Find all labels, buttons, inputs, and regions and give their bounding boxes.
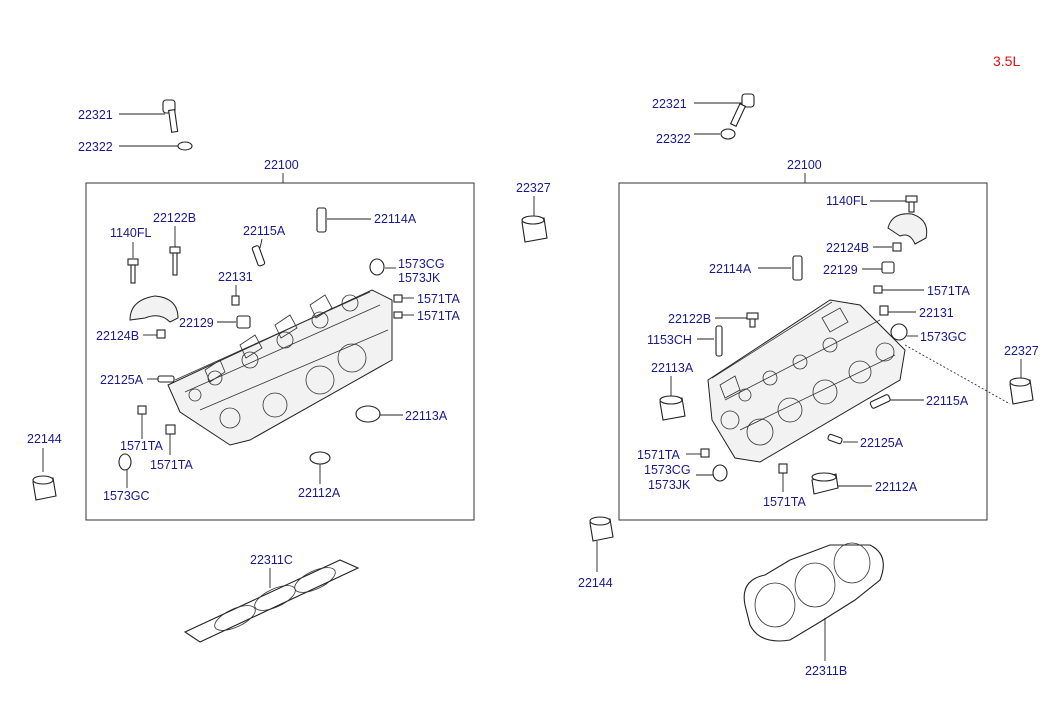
right-guide-22114A (792, 255, 803, 281)
label-right-22144[interactable]: 22144 (578, 576, 613, 590)
label-right-22124B[interactable]: 22124B (826, 241, 869, 255)
label-left-1573CG[interactable]: 1573CG (398, 257, 445, 271)
label-right-22114A[interactable]: 22114A (709, 262, 752, 276)
right-head-bolt (729, 93, 755, 127)
left-plug-1573GC (118, 453, 132, 471)
label-left-22115A[interactable]: 22115A (243, 224, 286, 238)
label-right-1573GC[interactable]: 1573GC (920, 330, 967, 344)
right-seat-22112A (811, 472, 839, 495)
right-gasket-22311B (743, 542, 884, 642)
label-left-1571TA-2[interactable]: 1571TA (417, 309, 461, 323)
label-left-1571TA-4[interactable]: 1571TA (150, 458, 194, 472)
right-ta-1 (873, 285, 883, 294)
right-pin-1153CH (715, 325, 723, 357)
right-cap-22129 (881, 261, 895, 274)
label-right-1153CH[interactable]: 1153CH (647, 333, 692, 347)
label-left-22100[interactable]: 22100 (264, 158, 299, 172)
left-plug-1573 (369, 258, 385, 276)
right-guide-22115A (869, 394, 891, 409)
left-seal-22113A (355, 405, 381, 423)
label-left-22114A[interactable]: 22114A (374, 212, 417, 226)
label-right-1140FL[interactable]: 1140FL (826, 194, 868, 208)
label-left-22131[interactable]: 22131 (218, 270, 253, 284)
label-center-22327[interactable]: 22327 (516, 181, 551, 195)
right-assembly-box (618, 182, 988, 521)
right-ta-2 (700, 448, 710, 458)
left-assembly-box (85, 182, 475, 521)
right-plug-22144 (589, 516, 614, 542)
engine-label: 3.5L (993, 53, 1020, 69)
left-ta-3 (137, 405, 147, 415)
label-right-22327[interactable]: 22327 (1004, 344, 1039, 358)
label-left-22112A[interactable]: 22112A (298, 486, 341, 500)
label-right-22115A[interactable]: 22115A (926, 394, 969, 408)
left-ta-1 (393, 294, 403, 303)
label-left-22124B[interactable]: 22124B (96, 329, 139, 343)
label-left-1571TA-1[interactable]: 1571TA (417, 292, 461, 306)
right-bolt-22122B (746, 312, 759, 328)
label-right-22322[interactable]: 22322 (656, 132, 691, 146)
right-plug-1573 (712, 464, 728, 482)
left-guide-22114A (316, 207, 327, 233)
label-left-22144[interactable]: 22144 (27, 432, 62, 446)
label-right-1573CG[interactable]: 1573CG (644, 463, 691, 477)
left-gasket-22311C (183, 559, 360, 643)
label-left-1573JK[interactable]: 1573JK (398, 271, 441, 285)
label-right-1571TA-1[interactable]: 1571TA (927, 284, 971, 298)
label-right-22131[interactable]: 22131 (919, 306, 954, 320)
left-washer (177, 141, 193, 151)
right-cylinder-head (707, 299, 906, 463)
left-bolt-22122B (169, 246, 181, 276)
left-cap-22129 (236, 315, 251, 329)
label-right-22311B[interactable]: 22311B (805, 664, 847, 678)
right-seal-22113A (659, 395, 686, 421)
left-ta-4 (165, 424, 176, 435)
right-cam-cap (887, 213, 928, 245)
label-right-22321[interactable]: 22321 (652, 97, 687, 111)
label-left-22321[interactable]: 22321 (78, 108, 113, 122)
label-right-1573JK[interactable]: 1573JK (648, 478, 691, 492)
label-left-22322[interactable]: 22322 (78, 140, 113, 154)
label-left-22122B[interactable]: 22122B (153, 211, 196, 225)
left-cam-cap (129, 295, 179, 323)
left-cylinder-head (167, 289, 393, 446)
right-cap-22124B (892, 242, 902, 252)
right-plug-1573GC (890, 323, 908, 341)
left-ta-2 (393, 311, 403, 319)
right-pin-22125A (827, 433, 843, 445)
label-right-22129[interactable]: 22129 (823, 263, 858, 277)
right-washer (720, 128, 736, 140)
right-bolt-1140FL (905, 195, 918, 213)
label-left-1140FL[interactable]: 1140FL (110, 226, 152, 240)
right-dowel (879, 305, 889, 316)
left-bolt-1140FL (127, 258, 139, 284)
left-dowel (231, 295, 240, 306)
label-right-22125A[interactable]: 22125A (860, 436, 904, 450)
label-right-1571TA-2[interactable]: 1571TA (637, 448, 681, 462)
label-left-22125A[interactable]: 22125A (100, 373, 144, 387)
label-right-22100[interactable]: 22100 (787, 158, 822, 172)
label-right-22113A[interactable]: 22113A (651, 361, 694, 375)
left-plug-22144 (32, 475, 57, 501)
label-left-22311C[interactable]: 22311C (250, 553, 293, 567)
label-left-1571TA-3[interactable]: 1571TA (120, 439, 164, 453)
right-ta-3 (778, 463, 788, 474)
label-left-1573GC[interactable]: 1573GC (103, 489, 150, 503)
left-guide-22115A (251, 245, 266, 267)
right-plug-22327 (1009, 377, 1034, 405)
left-head-bolt (162, 99, 179, 133)
label-left-22129[interactable]: 22129 (179, 316, 214, 330)
label-right-22112A[interactable]: 22112A (875, 480, 918, 494)
label-left-22113A[interactable]: 22113A (405, 409, 448, 423)
label-right-1571TA-3[interactable]: 1571TA (763, 495, 807, 509)
left-pin-22125A (157, 375, 175, 383)
left-cap-22124B (156, 329, 166, 339)
left-seat-22112A (309, 451, 331, 465)
center-plug-22327 (521, 215, 548, 243)
label-right-22122B[interactable]: 22122B (668, 312, 711, 326)
